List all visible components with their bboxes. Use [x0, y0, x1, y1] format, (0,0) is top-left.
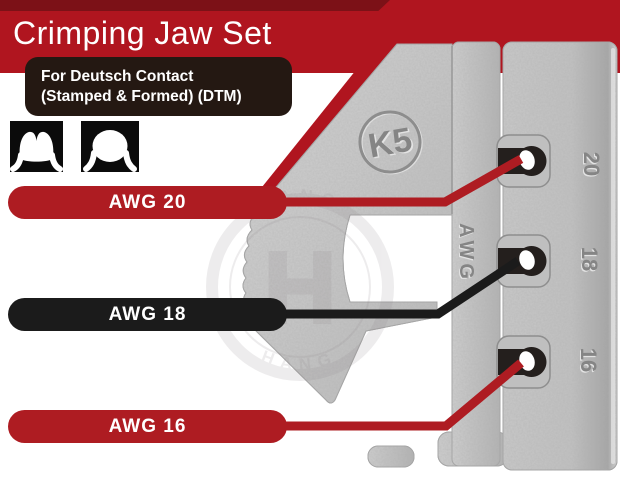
awg-20-label: AWG 20: [8, 186, 287, 219]
svg-text:AWG: AWG: [455, 223, 477, 283]
k5-stamp-text: K5: [365, 120, 414, 165]
subtitle-line-1: For Deutsch Contact: [41, 68, 194, 85]
crimp-slot-20: [496, 134, 551, 188]
banner-dark-strip: [0, 0, 390, 11]
k5-stamp: K5 K5: [358, 110, 423, 175]
subtitle-line-2: (Stamped & Formed) (DTM): [41, 88, 242, 105]
svg-text:16: 16: [576, 348, 601, 372]
crimp-slot-18: [496, 234, 551, 288]
jaw-bottom-tab: [367, 445, 415, 468]
page-title: Crimping Jaw Set: [13, 15, 272, 51]
closed-round-crimp-profile-icon: [81, 121, 139, 172]
svg-text:AWG: AWG: [454, 224, 476, 284]
open-barrel-crimp-profile-icon: [10, 121, 63, 172]
slot-number-18: 18 18: [576, 247, 602, 273]
svg-text:18: 18: [576, 248, 601, 272]
svg-text:20: 20: [578, 153, 603, 177]
awg-side-label: AWG AWG: [454, 223, 477, 284]
k5-stamp-text-shadow: K5: [367, 122, 416, 167]
slot-number-16: 16 16: [575, 348, 601, 374]
svg-text:20: 20: [579, 152, 604, 176]
svg-text:16: 16: [575, 349, 600, 373]
subtitle-box: For Deutsch Contact (Stamped & Formed) (…: [25, 57, 292, 116]
right-edge-highlight: [611, 48, 615, 464]
svg-text:18: 18: [577, 247, 602, 271]
awg-16-label: AWG 16: [8, 410, 287, 443]
awg-18-label: AWG 18: [8, 298, 287, 331]
slot-number-20: 20 20: [578, 152, 604, 178]
